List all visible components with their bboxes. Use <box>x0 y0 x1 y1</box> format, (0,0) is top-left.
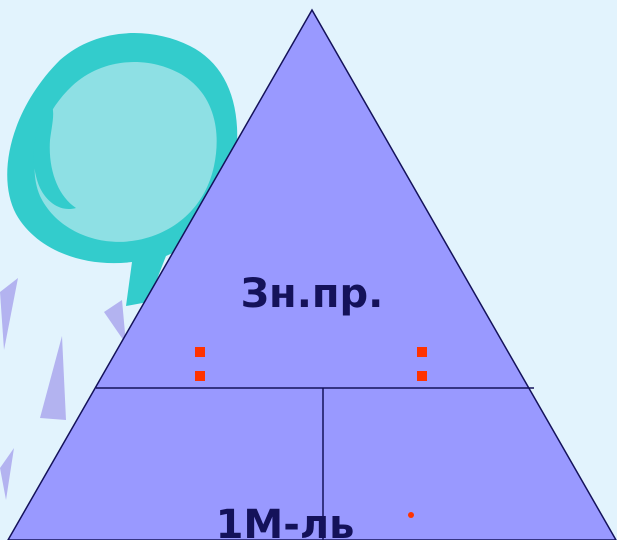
decor-spike-3 <box>104 300 126 344</box>
decor-spike-2 <box>40 336 66 420</box>
pyramid-top-label: Зн.пр. <box>241 271 384 317</box>
decor-spike-4 <box>0 448 14 500</box>
decor-spike-1 <box>0 278 18 350</box>
dot-marker <box>408 512 414 518</box>
pyramid-bottom-label: 1М-ль <box>216 502 355 540</box>
